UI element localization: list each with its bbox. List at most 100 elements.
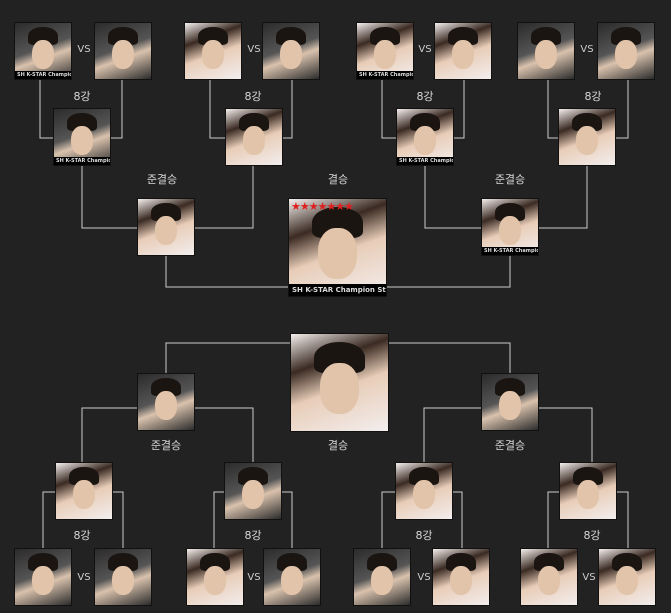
face-shape bbox=[70, 125, 94, 155]
face-shape bbox=[615, 565, 639, 595]
face-shape bbox=[154, 215, 178, 245]
face-shape bbox=[614, 39, 638, 69]
hair-shape bbox=[277, 553, 307, 572]
contestant-photo[interactable]: SH K-STAR Champion Star bbox=[53, 108, 111, 166]
vs-label: VS bbox=[247, 44, 261, 55]
contestant-photo[interactable]: SH K-STAR Champion Star bbox=[396, 108, 454, 166]
contestant-photo[interactable] bbox=[186, 548, 244, 606]
face-shape bbox=[498, 215, 522, 245]
hair-shape bbox=[409, 467, 439, 486]
hair-shape bbox=[611, 27, 641, 46]
semi-label: 준결승 bbox=[146, 173, 178, 186]
contestant-photo[interactable] bbox=[94, 548, 152, 606]
hair-shape bbox=[276, 27, 306, 46]
contestant-photo[interactable] bbox=[520, 548, 578, 606]
vs-label: VS bbox=[417, 572, 431, 583]
star-rating-icon: ★★★★★★★ bbox=[291, 200, 354, 213]
contestant-photo[interactable] bbox=[432, 548, 490, 606]
face-shape bbox=[320, 363, 359, 414]
contestant-photo[interactable] bbox=[434, 22, 492, 80]
hair-shape bbox=[69, 467, 99, 486]
champion-caption: SH K-STAR Champion Star bbox=[15, 71, 71, 79]
contestant-photo[interactable] bbox=[14, 548, 72, 606]
quarter-label: 8강 bbox=[583, 529, 601, 542]
face-shape bbox=[31, 39, 55, 69]
semi-label: 준결승 bbox=[150, 439, 182, 452]
champion-caption: SH K-STAR Champion Star bbox=[54, 157, 110, 165]
face-shape bbox=[413, 125, 437, 155]
quarter-label: 8강 bbox=[244, 529, 262, 542]
face-shape bbox=[242, 125, 266, 155]
hair-shape bbox=[28, 27, 58, 46]
champion-caption: SH K-STAR Champion Star bbox=[289, 284, 386, 296]
hair-shape bbox=[370, 27, 400, 46]
vs-label: VS bbox=[418, 44, 432, 55]
hair-shape bbox=[238, 467, 268, 486]
vs-label: VS bbox=[247, 572, 261, 583]
hair-shape bbox=[531, 27, 561, 46]
hair-shape bbox=[151, 203, 181, 222]
contestant-photo[interactable] bbox=[137, 373, 195, 431]
semi-label: 준결승 bbox=[494, 173, 526, 186]
hair-shape bbox=[67, 113, 97, 132]
contestant-photo[interactable]: SH K-STAR Champion Star ★★★★★★★ bbox=[288, 198, 387, 297]
champion-caption: SH K-STAR Champion Star bbox=[357, 71, 413, 79]
contestant-photo[interactable] bbox=[263, 548, 321, 606]
face-shape bbox=[31, 565, 55, 595]
hair-shape bbox=[446, 553, 476, 572]
face-shape bbox=[279, 39, 303, 69]
face-shape bbox=[111, 39, 135, 69]
quarter-label: 8강 bbox=[73, 529, 91, 542]
face-shape bbox=[72, 479, 96, 509]
contestant-photo[interactable] bbox=[184, 22, 242, 80]
contestant-photo[interactable] bbox=[353, 548, 411, 606]
face-shape bbox=[373, 39, 397, 69]
hair-shape bbox=[108, 27, 138, 46]
quarter-label: 8강 bbox=[73, 90, 91, 103]
vs-label: VS bbox=[77, 572, 91, 583]
contestant-photo[interactable] bbox=[94, 22, 152, 80]
contestant-photo[interactable] bbox=[559, 462, 617, 520]
contestant-photo[interactable]: SH K-STAR Champion Star bbox=[356, 22, 414, 80]
contestant-photo[interactable] bbox=[262, 22, 320, 80]
face-shape bbox=[370, 565, 394, 595]
contestant-photo[interactable] bbox=[224, 462, 282, 520]
hair-shape bbox=[495, 203, 525, 222]
hair-shape bbox=[28, 553, 58, 572]
face-shape bbox=[201, 39, 225, 69]
hair-shape bbox=[572, 113, 602, 132]
contestant-photo[interactable] bbox=[225, 108, 283, 166]
vs-label: VS bbox=[582, 572, 596, 583]
face-shape bbox=[203, 565, 227, 595]
contestant-photo[interactable] bbox=[55, 462, 113, 520]
hair-shape bbox=[198, 27, 228, 46]
face-shape bbox=[154, 390, 178, 420]
face-shape bbox=[111, 565, 135, 595]
face-shape bbox=[412, 479, 436, 509]
face-shape bbox=[318, 228, 357, 279]
champion-caption: SH K-STAR Champion Star bbox=[482, 247, 538, 255]
contestant-photo[interactable] bbox=[517, 22, 575, 80]
hair-shape bbox=[410, 113, 440, 132]
contestant-photo[interactable] bbox=[290, 333, 389, 432]
contestant-photo[interactable] bbox=[395, 462, 453, 520]
contestant-photo[interactable] bbox=[137, 198, 195, 256]
hair-shape bbox=[151, 378, 181, 397]
contestant-photo[interactable] bbox=[597, 22, 655, 80]
face-shape bbox=[449, 565, 473, 595]
face-shape bbox=[451, 39, 475, 69]
contestant-photo[interactable] bbox=[598, 548, 656, 606]
contestant-photo[interactable] bbox=[558, 108, 616, 166]
hair-shape bbox=[108, 553, 138, 572]
contestant-photo[interactable] bbox=[481, 373, 539, 431]
contestant-photo[interactable]: SH K-STAR Champion Star bbox=[481, 198, 539, 256]
quarter-label: 8강 bbox=[415, 529, 433, 542]
hair-shape bbox=[534, 553, 564, 572]
final-label: 결승 bbox=[327, 173, 349, 186]
champion-caption: SH K-STAR Champion Star bbox=[397, 157, 453, 165]
contestant-photo[interactable]: SH K-STAR Champion Star bbox=[14, 22, 72, 80]
face-shape bbox=[576, 479, 600, 509]
face-shape bbox=[280, 565, 304, 595]
hair-shape bbox=[200, 553, 230, 572]
